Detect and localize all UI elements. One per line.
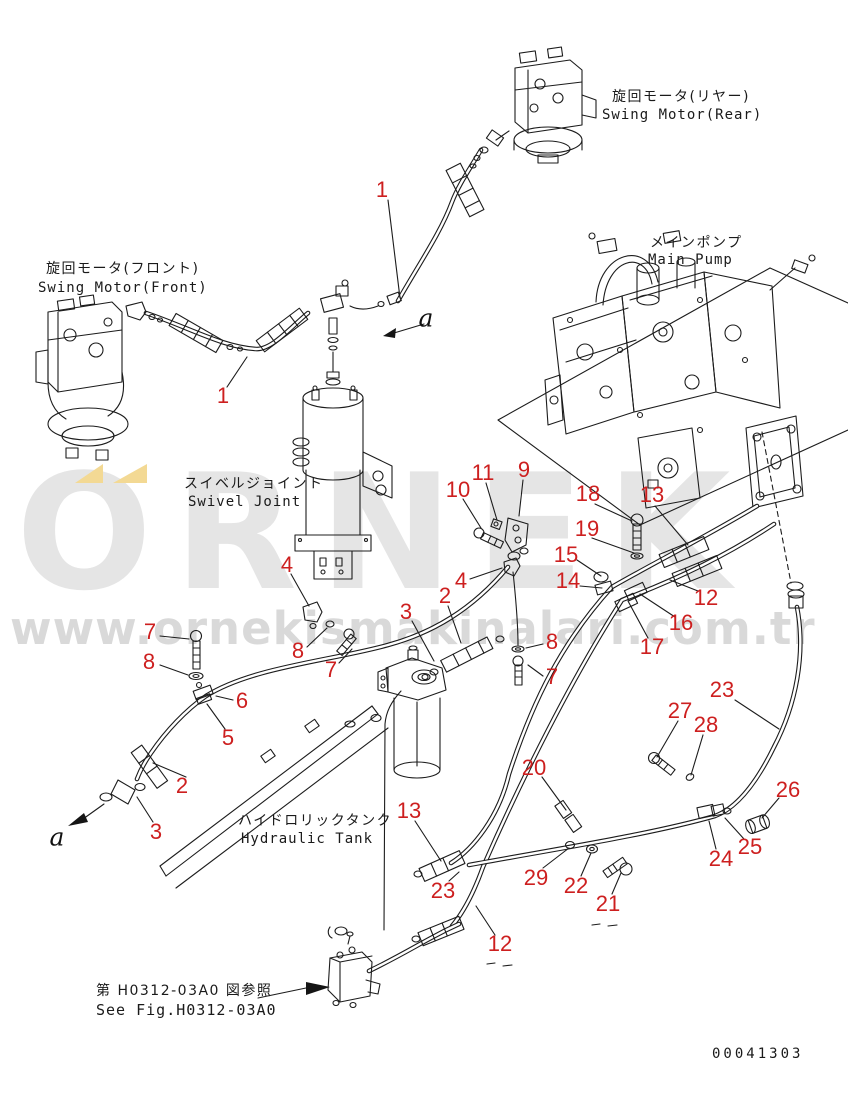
left-bolt-washer bbox=[188, 629, 204, 681]
label-swing-motor-rear-en: Swing Motor(Rear) bbox=[602, 107, 763, 123]
label-swing-motor-front-jp: 旋回モータ(フロント) bbox=[46, 261, 200, 277]
pump-hoses bbox=[134, 503, 803, 974]
callout: 18 bbox=[575, 481, 601, 506]
callout: 1 bbox=[375, 177, 389, 202]
callout: 11 bbox=[471, 460, 495, 485]
callout: 7 bbox=[324, 657, 338, 682]
callout: 8 bbox=[142, 649, 156, 674]
dash-marks bbox=[486, 923, 618, 967]
callout: 10 bbox=[445, 477, 471, 502]
label-main-pump-jp: メインポンプ bbox=[650, 235, 743, 251]
callout-leader-lines bbox=[136, 199, 780, 936]
left-tube-end bbox=[99, 744, 169, 805]
label-swivel-joint-en: Swivel Joint bbox=[188, 494, 302, 510]
swivel-inlet-elbow bbox=[319, 279, 349, 373]
hydraulic-tank-drawing bbox=[159, 705, 389, 889]
callout: 15 bbox=[553, 542, 579, 567]
callout: 7 bbox=[545, 664, 559, 689]
see-fig-arrow bbox=[257, 982, 330, 999]
callout: 6 bbox=[235, 688, 249, 713]
callout: 29 bbox=[523, 865, 549, 890]
callout: 8 bbox=[545, 629, 559, 654]
view-label-a-bottom: a bbox=[49, 822, 65, 852]
callout: 28 bbox=[693, 712, 719, 737]
label-swing-motor-rear-jp: 旋回モータ(リヤー) bbox=[612, 89, 750, 105]
center-fitting-cluster bbox=[302, 601, 357, 657]
bracket-cluster bbox=[473, 517, 529, 577]
swivel-joint-drawing bbox=[292, 371, 393, 580]
callout: 21 bbox=[595, 891, 621, 916]
center-braided-tube bbox=[421, 571, 525, 686]
callout: 2 bbox=[438, 583, 452, 608]
label-hydraulic-tank-en: Hydraulic Tank bbox=[241, 831, 374, 847]
callout: 20 bbox=[521, 755, 547, 780]
callout: 22 bbox=[563, 873, 589, 898]
callout: 12 bbox=[693, 585, 719, 610]
callout: 13 bbox=[396, 798, 422, 823]
pump-platform-lines bbox=[497, 267, 848, 526]
callout: 9 bbox=[517, 457, 531, 482]
view-arrow-a-bottom bbox=[68, 803, 105, 826]
callout: 23 bbox=[709, 677, 735, 702]
callout: 26 bbox=[775, 777, 801, 802]
callout: 16 bbox=[668, 610, 694, 635]
swing-motor-rear-drawing bbox=[513, 46, 597, 164]
hose-1-front bbox=[125, 301, 311, 354]
callout: 7 bbox=[143, 619, 157, 644]
callout: 3 bbox=[149, 819, 163, 844]
lower-hose-hardware bbox=[554, 799, 633, 879]
label-swing-motor-front-en: Swing Motor(Front) bbox=[38, 280, 208, 296]
callout: 27 bbox=[667, 698, 693, 723]
callout: 5 bbox=[221, 725, 235, 750]
callout: 2 bbox=[175, 773, 189, 798]
main-pump-drawing bbox=[544, 230, 816, 509]
label-swivel-joint-jp: スイベルジョイント bbox=[184, 476, 324, 492]
callout: 17 bbox=[639, 634, 665, 659]
callout: 3 bbox=[399, 599, 413, 624]
label-main-pump-en: Main Pump bbox=[648, 252, 733, 268]
label-see-fig-en: See Fig.H0312-03A0 bbox=[96, 1001, 277, 1019]
doc-number: 00041303 bbox=[712, 1046, 804, 1062]
return-hose-hardware bbox=[647, 751, 770, 835]
label-hydraulic-tank-jp: ハイドロリックタンク bbox=[238, 813, 393, 829]
callout: 23 bbox=[430, 878, 456, 903]
label-see-fig-jp: 第 H0312-03A0 図参照 bbox=[96, 983, 273, 999]
watermark-umlaut-accents bbox=[75, 464, 147, 483]
callout: 25 bbox=[737, 834, 763, 859]
view-arrow-a-top bbox=[383, 323, 425, 338]
callout: 4 bbox=[454, 568, 468, 593]
callout: 13 bbox=[639, 482, 665, 507]
see-fig-valve-block bbox=[327, 926, 381, 1009]
callout: 8 bbox=[291, 638, 305, 663]
callout: 24 bbox=[708, 846, 734, 871]
callout: 14 bbox=[555, 568, 581, 593]
callout: 4 bbox=[280, 552, 294, 577]
swing-motor-front-drawing bbox=[35, 294, 129, 461]
hose-1-rear bbox=[349, 129, 510, 310]
callout: 12 bbox=[487, 931, 513, 956]
callout: 19 bbox=[574, 516, 600, 541]
right-fitting-12 bbox=[761, 431, 805, 609]
view-label-a-top: a bbox=[418, 303, 434, 333]
filter-drawing bbox=[370, 645, 447, 779]
clamp-5-6 bbox=[192, 681, 214, 705]
callout: 1 bbox=[216, 383, 230, 408]
